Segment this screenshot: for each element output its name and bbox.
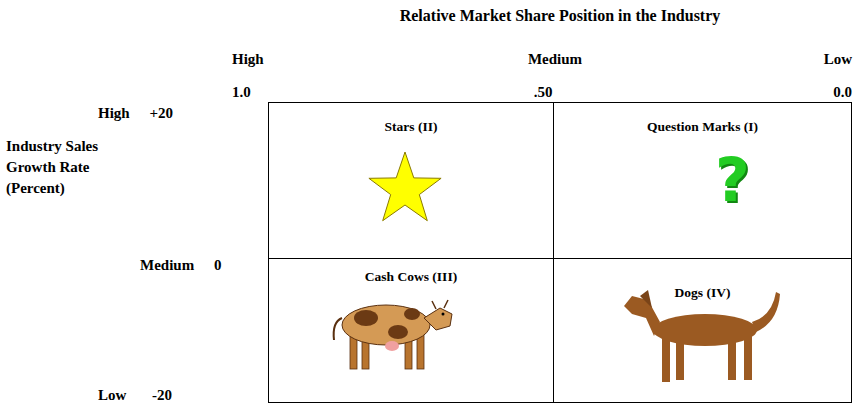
quadrant-box: Question Marks (I)? (553, 102, 852, 259)
axis-label: Low (824, 50, 852, 69)
quadrant-title: Question Marks (I) (554, 117, 851, 136)
axis-label: Medium 0 (140, 256, 221, 275)
quadrant-box: Dogs (IV) (553, 258, 852, 403)
axis-label: 0.0 (833, 83, 852, 102)
star-icon (369, 152, 441, 221)
axis-label: Low -20 (98, 386, 172, 405)
axis-label: High (232, 50, 264, 69)
quadrant-box: Cash Cows (III) (268, 258, 554, 403)
cow-icon (334, 300, 452, 369)
quadrant-title: Cash Cows (III) (269, 267, 553, 286)
dog-icon (624, 290, 780, 382)
quadrant-title: Stars (II) (269, 117, 553, 136)
chart-title: Relative Market Share Position in the In… (265, 6, 855, 25)
axis-label: .50 (534, 83, 553, 102)
axis-label: Medium (528, 50, 582, 69)
question-mark-symbol: ? (584, 147, 862, 213)
axis-title: Industry Sales Growth Rate (Percent) (6, 136, 146, 199)
quadrant-box: Stars (II) (268, 102, 554, 259)
axis-label: High +20 (98, 104, 173, 123)
quadrant-title: Dogs (IV) (554, 283, 851, 302)
axis-label: 1.0 (232, 83, 251, 102)
